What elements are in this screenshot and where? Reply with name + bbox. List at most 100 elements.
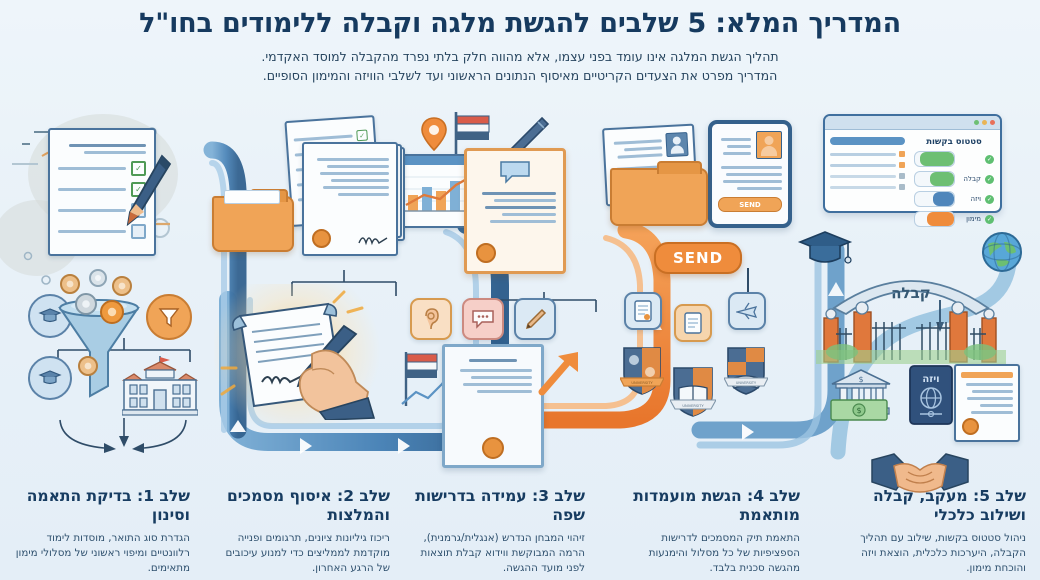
illustration-step-1: ✓ ✓ (0, 108, 200, 458)
bullet-icon (899, 173, 905, 179)
svg-text:UNIVERSITY: UNIVERSITY (736, 381, 757, 385)
caption-step-1: שלב 1: בדיקת התאמה וסינון הגדרת סוג התוא… (12, 487, 190, 576)
sidebar-button[interactable] (830, 137, 905, 145)
sidebar-item[interactable] (830, 184, 905, 190)
bank-money: $ $ (830, 369, 891, 421)
acceptance-gate: קבלה (816, 256, 1006, 364)
checkbox-checked-icon[interactable]: ✓ (356, 129, 368, 142)
check-icon: ✓ (985, 174, 994, 184)
orange-folder (212, 189, 294, 252)
certificate-seal (476, 243, 496, 263)
document-folder (602, 123, 712, 226)
page-subtitle: תהליך הגשת המלגה אינו עומד בפני עצמו, אל… (0, 47, 1040, 86)
step-body: התאמת תיק המסמכים לדרישות הספציפיות של כ… (648, 532, 800, 575)
status-label: קבלה (963, 175, 981, 183)
certificate (954, 364, 1020, 442)
growth-arrow (538, 352, 578, 396)
sidebar-item[interactable] (830, 151, 905, 157)
step-body: ניהול סטטוס בקשות, שילוב עם תהליך הקבלה,… (860, 532, 1026, 575)
dashboard-title: סטטוס בקשות (926, 137, 982, 147)
bullet-icon (899, 162, 905, 168)
bullet-icon (899, 151, 905, 157)
progress-bar (914, 211, 955, 227)
subtitle-line-2: המדריך מפרט את הצעדים הקריטיים מאיסוף הנ… (262, 68, 778, 84)
page-title: המדריך המלא: 5 שלבים להגשת מלגה וקבלה לל… (139, 8, 901, 39)
progress-fill (932, 192, 954, 206)
svg-text:UNIVERSITY: UNIVERSITY (631, 381, 653, 385)
document-chip (624, 292, 662, 330)
certificate-seal (482, 437, 504, 459)
step-title: שלב 1: בדיקת התאמה וסינון (26, 487, 190, 525)
filter-icon (146, 294, 192, 340)
passport: ויזה (908, 364, 954, 426)
check-icon: ✓ (985, 214, 994, 224)
sidebar-item-label (830, 163, 896, 167)
progress-bar (914, 171, 955, 187)
globe-icon (982, 232, 1022, 272)
status-label: מימון (966, 215, 981, 223)
illustration-step-3 (388, 108, 588, 468)
flag-small (401, 352, 450, 406)
window-titlebar (825, 116, 1000, 130)
gate-arch-label: קבלה (891, 284, 931, 303)
checkbox-checked-icon[interactable]: ✓ (131, 161, 146, 176)
illustration-step-2: ✓ ✓ ✓ ✓ ✓ (195, 108, 405, 458)
status-label: ויזה (970, 195, 981, 203)
hand-signing-document (220, 290, 376, 420)
svg-text:UNIVERSITY: UNIVERSITY (682, 404, 704, 408)
pen-writing-icon (514, 298, 556, 340)
progress-fill (929, 172, 954, 186)
university-building (122, 356, 198, 416)
close-dot-icon[interactable] (990, 120, 995, 125)
sidebar-item-label (830, 174, 896, 178)
tablet-profile: SEND (708, 120, 792, 228)
header: המדריך המלא: 5 שלבים להגשת מלגה וקבלה לל… (0, 0, 1040, 86)
illustration-step-5: סטטוס בקשות ✓ ✓ קבלה (797, 108, 1032, 493)
sidebar-item[interactable] (830, 173, 905, 179)
graduation-cap-circle (28, 356, 72, 400)
step-body: זיהוי המבחן הנדרש (אנגלית/גרמנית), הרמה … (420, 532, 585, 575)
status-row: ✓ קבלה (914, 171, 994, 187)
sidebar-item-label (830, 152, 896, 156)
window-sidebar (825, 130, 910, 210)
speech-bubble-icon (500, 161, 530, 184)
speech-bubble-icon (462, 298, 504, 340)
svg-text:$: $ (856, 406, 861, 415)
status-row: ✓ ויזה (914, 191, 994, 207)
progress-fill (926, 212, 954, 226)
check-icon: ✓ (985, 194, 994, 204)
send-button-small[interactable]: SEND (718, 197, 782, 212)
send-button[interactable]: SEND (654, 242, 742, 274)
sidebar-item[interactable] (830, 162, 905, 168)
progress-fill (919, 152, 954, 166)
graduation-cap (797, 231, 853, 264)
progress-bar (914, 151, 955, 167)
status-row: ✓ מימון (914, 211, 994, 227)
coin-cluster (60, 269, 132, 376)
illustration-step-4: SEND S (588, 108, 798, 458)
language-result-certificate (442, 344, 544, 468)
browser-window-dashboard: סטטוס בקשות ✓ ✓ קבלה (823, 114, 1002, 227)
maximize-dot-icon[interactable] (974, 120, 979, 125)
step-title: שלב 5: מעקב, קבלה ושילוב כלכלי (873, 487, 1026, 525)
step-title: שלב 4: הגשת מועמדות מותאמת (633, 487, 800, 525)
status-row: ✓ (914, 151, 994, 167)
passport-chip (674, 304, 712, 342)
university-crest: UNIVERSITY (724, 347, 768, 395)
language-certificate (464, 148, 566, 274)
svg-text:$: $ (858, 375, 863, 384)
caption-step-2: שלב 2: איסוף מסמכים והמלצות ריכוז גיליונ… (215, 487, 391, 576)
caption-step-5: שלב 5: מעקב, קבלה ושילוב כלכלי ניהול סטט… (840, 487, 1026, 576)
step-body: הגדרת סוג התואר, מוסדות לימוד רלוונטיים … (15, 532, 190, 575)
minimize-dot-icon[interactable] (982, 120, 987, 125)
caption-step-3: שלב 3: עמידה בדרישות שפה זיהוי המבחן הנד… (413, 487, 585, 576)
signed-certificate (302, 142, 405, 256)
folder-icon (610, 161, 708, 226)
subtitle-line-1: תהליך הגשת המלגה אינו עומד בפני עצמו, אל… (261, 48, 779, 64)
location-pin (421, 117, 447, 152)
checkbox-unchecked-icon[interactable] (131, 224, 146, 239)
step-body: ריכוז גיליונות ציונים, תרגומים ופנייה מו… (225, 532, 391, 575)
ear-listening-icon (410, 298, 452, 340)
caption-step-4: שלב 4: הגשת מועמדות מותאמת התאמת תיק המס… (622, 487, 800, 576)
